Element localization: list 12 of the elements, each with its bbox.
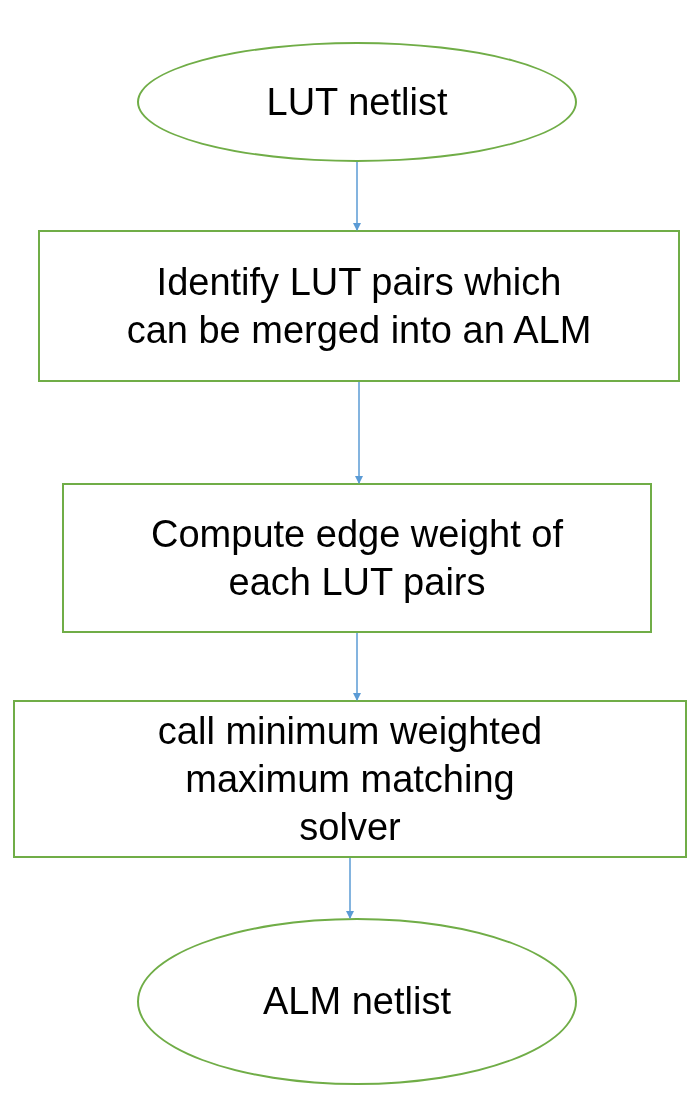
node-text: call minimum weighted maximum matching solver xyxy=(156,708,544,851)
arrow xyxy=(353,161,361,231)
arrow xyxy=(355,381,363,484)
process-box xyxy=(38,230,680,382)
arrow xyxy=(353,632,361,701)
node-text: ALM netlist xyxy=(263,979,451,1025)
node-text: Compute edge weight of each LUT pairs xyxy=(150,511,564,605)
node-text: LUT netlist xyxy=(266,79,448,125)
process-box xyxy=(13,700,687,858)
process-box xyxy=(62,483,652,633)
node-text: Identify LUT pairs which can be merged into an ALM xyxy=(125,259,593,353)
arrow xyxy=(346,857,354,919)
